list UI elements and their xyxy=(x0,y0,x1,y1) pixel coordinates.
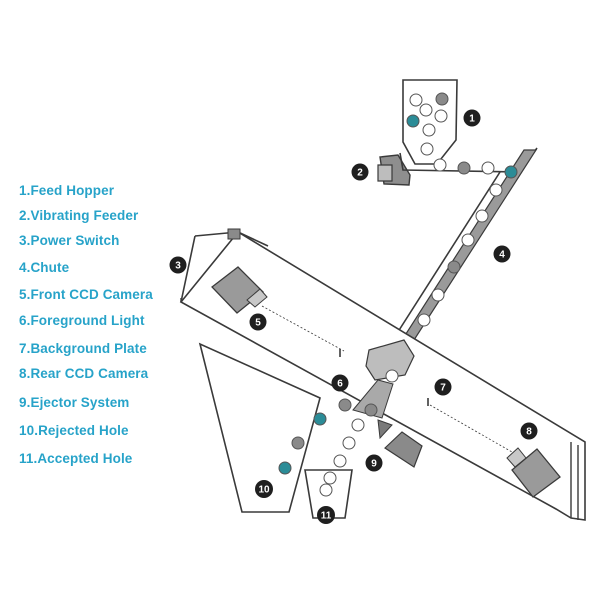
marker-8: 8 xyxy=(520,422,538,440)
svg-text:5: 5 xyxy=(255,318,261,329)
front-ccd-camera xyxy=(211,266,345,352)
foreground-light xyxy=(339,339,415,419)
svg-text:3: 3 xyxy=(175,261,181,272)
svg-text:7: 7 xyxy=(440,383,446,394)
ejector-system xyxy=(377,419,423,468)
svg-text:10: 10 xyxy=(258,485,270,496)
marker-6: 6 xyxy=(331,374,349,392)
svg-text:2: 2 xyxy=(357,168,363,179)
marker-7: 7 xyxy=(434,378,452,396)
marker-3: 3 xyxy=(169,256,187,274)
vibrating-feeder xyxy=(377,154,411,186)
svg-text:9: 9 xyxy=(371,459,377,470)
marker-9: 9 xyxy=(365,454,383,472)
grains xyxy=(278,92,518,497)
svg-text:6: 6 xyxy=(337,379,343,390)
rear-ccd-camera xyxy=(429,404,561,498)
marker-4: 4 xyxy=(493,245,511,263)
svg-text:4: 4 xyxy=(499,250,505,261)
svg-text:8: 8 xyxy=(526,427,532,438)
marker-11: 11 xyxy=(317,506,335,524)
svg-text:11: 11 xyxy=(321,511,332,522)
marker-1: 1 xyxy=(463,109,481,127)
marker-5: 5 xyxy=(249,313,267,331)
svg-text:1: 1 xyxy=(469,114,475,125)
power-switch xyxy=(227,228,241,240)
marker-2: 2 xyxy=(351,163,369,181)
marker-10: 10 xyxy=(255,480,273,498)
